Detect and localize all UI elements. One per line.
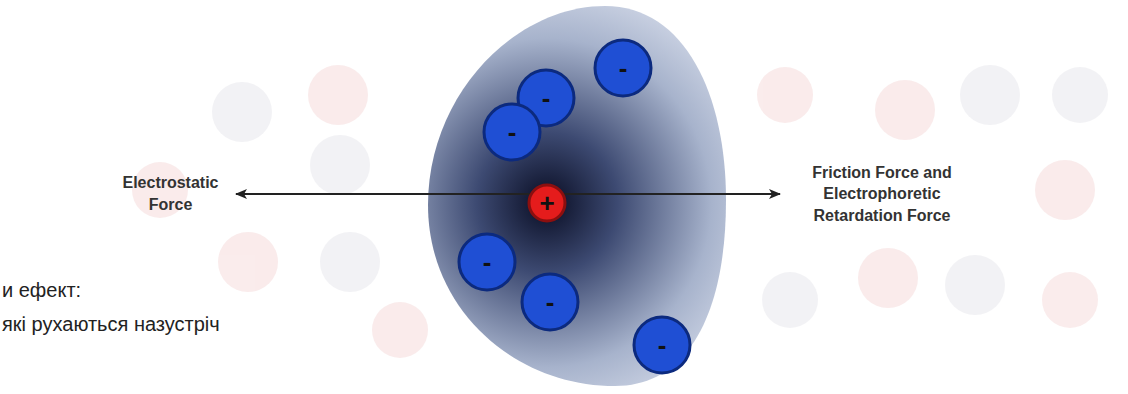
cation-circle: +	[527, 183, 567, 223]
anion-circle: -	[632, 315, 692, 375]
faded-ion	[875, 80, 935, 140]
faded-ion	[310, 135, 370, 195]
force-label: Electrostatic Force	[113, 172, 228, 215]
slide-text: и ефект:	[2, 277, 81, 304]
charge-sign: -	[482, 102, 542, 162]
faded-ion	[1035, 160, 1095, 220]
faded-ion	[218, 232, 278, 292]
force-label: Friction Force and Electrophoretic Retar…	[792, 162, 972, 227]
faded-ion	[308, 65, 368, 125]
charge-sign: -	[520, 272, 580, 332]
anion-circle: -	[593, 38, 653, 98]
anion-circle: -	[482, 102, 542, 162]
anion-circle: -	[457, 232, 517, 292]
faded-ion	[757, 67, 813, 123]
charge-sign: -	[632, 315, 692, 375]
charge-sign: -	[593, 38, 653, 98]
faded-ion	[762, 272, 818, 328]
faded-ion	[858, 248, 918, 308]
ion-atmosphere	[428, 6, 726, 386]
faded-ion	[320, 232, 380, 292]
faded-ion	[212, 82, 272, 142]
faded-ion	[372, 302, 428, 358]
faded-ion	[945, 255, 1005, 315]
charge-sign: -	[457, 232, 517, 292]
faded-ion	[1052, 67, 1108, 123]
anion-circle: -	[520, 272, 580, 332]
charge-sign: +	[527, 183, 567, 223]
faded-ion	[960, 65, 1020, 125]
force-arrow	[236, 193, 780, 195]
slide-text: які рухаються назустріч	[2, 311, 220, 338]
faded-ion	[1042, 272, 1098, 328]
